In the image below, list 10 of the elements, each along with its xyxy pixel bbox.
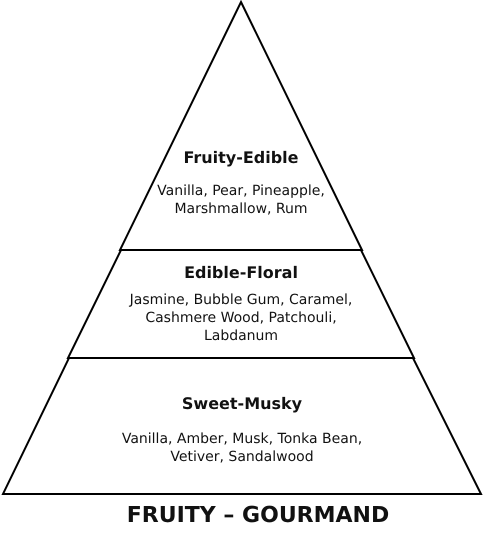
- tier-heading: Edible-Floral: [184, 263, 298, 283]
- ingredient-list: Jasmine, Bubble Gum, Caramel, Cashmere Wood, Patchouli, Labdanum: [121, 291, 361, 345]
- pyramid-tier: [68, 250, 414, 358]
- tier-heading: Fruity-Edible: [183, 148, 299, 168]
- ingredient-list: Vanilla, Pear, Pineapple, Marshmallow, Rum: [151, 182, 331, 218]
- caption: FRUITY – GOURMAND: [126, 503, 390, 529]
- pyramid-tier: [3, 358, 481, 494]
- tier-heading: Sweet-Musky: [182, 394, 302, 414]
- pyramid-tier: [120, 2, 362, 250]
- ingredient-list: Vanilla, Amber, Musk, Tonka Bean, Vetiver, Sandalwood: [107, 430, 377, 466]
